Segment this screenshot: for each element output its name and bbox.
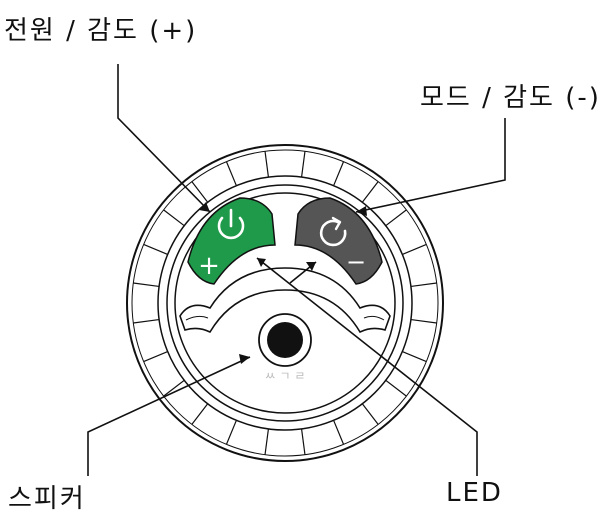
plus-symbol: + xyxy=(198,251,220,281)
grip-ridge xyxy=(402,243,427,255)
arrowheads xyxy=(199,202,367,364)
grip-ridge xyxy=(133,318,160,324)
minus-symbol: − xyxy=(346,248,366,276)
label-speaker: 스피커 xyxy=(8,484,86,514)
grip-ridge xyxy=(143,351,168,363)
leader-lines xyxy=(87,64,506,476)
leader-power xyxy=(117,64,211,213)
grip-ridge xyxy=(402,351,427,363)
power-plus-button[interactable]: + xyxy=(187,197,276,285)
leader-mode xyxy=(355,118,506,213)
grip-ridge xyxy=(133,282,160,288)
grip-ridge xyxy=(264,151,270,178)
grip-ridge xyxy=(410,318,437,324)
grip-ridge xyxy=(300,151,306,178)
grip-ridge xyxy=(225,161,237,186)
grip-ridge xyxy=(191,403,209,425)
label-power-sensitivity-plus: 전원 / 감도 (+) xyxy=(4,16,198,46)
center-arch xyxy=(179,267,391,334)
leader-led xyxy=(256,257,478,476)
grip-ridge xyxy=(333,420,345,445)
label-led: LED xyxy=(446,478,503,508)
refresh-icon xyxy=(319,216,347,247)
grip-ridge xyxy=(191,181,209,203)
label-mode-sensitivity-minus: 모드 / 감도 (-) xyxy=(420,83,601,113)
grip-ridge xyxy=(361,403,379,425)
grip-ridge xyxy=(143,243,168,255)
grip-ridge xyxy=(410,282,437,288)
leader-speaker xyxy=(87,356,251,476)
mode-minus-button[interactable]: − xyxy=(294,197,383,285)
grip-ridge xyxy=(333,161,345,186)
speaker-grille-text: ㅆ ㄱ ㄹ xyxy=(265,369,306,383)
grip-ridge xyxy=(300,428,306,455)
grip-ridge xyxy=(163,379,185,397)
grip-ridge xyxy=(385,209,407,227)
grip-ridge xyxy=(264,428,270,455)
power-icon xyxy=(217,208,245,240)
grip-ridge xyxy=(385,379,407,397)
grip-ridge xyxy=(225,420,237,445)
grip-ridges xyxy=(133,151,437,455)
grip-ridge xyxy=(361,181,379,203)
grip-ridge xyxy=(163,209,185,227)
speaker: ㅆ ㄱ ㄹ xyxy=(258,313,312,383)
